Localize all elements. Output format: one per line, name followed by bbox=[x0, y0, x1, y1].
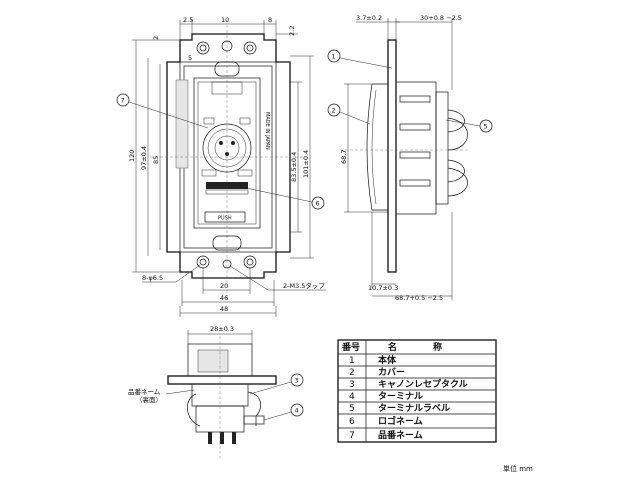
table-row-name: ロゴネーム bbox=[378, 415, 423, 427]
balloon-7: 7 bbox=[121, 97, 125, 105]
table-row-name: 本体 bbox=[378, 354, 397, 366]
bottom-width-dim: 28±0.3 bbox=[210, 325, 234, 333]
right-dim-101: 101±0.4 bbox=[302, 150, 310, 178]
top-right-dim: 2.2 bbox=[288, 26, 296, 36]
bottom-dim-48: 48 bbox=[220, 305, 228, 313]
side-top-dim-2: 30+0.8 −2.5 bbox=[420, 14, 462, 22]
right-dim-83: 83.5±0.4 bbox=[290, 152, 298, 182]
table-row-no: 7 bbox=[349, 431, 355, 441]
unit-label: 単位 mm bbox=[503, 464, 533, 473]
table-row-name: カバー bbox=[378, 367, 405, 378]
inner-dim-5: 5 bbox=[188, 54, 192, 62]
balloon-2: 2 bbox=[332, 107, 336, 115]
table-row-name: ターミナル bbox=[378, 390, 423, 402]
table-header-no: 番号 bbox=[341, 341, 360, 353]
table-row-name: 品番ネーム bbox=[378, 429, 423, 441]
side-bottom-dim-2: 68.7+0.5 −2.5 bbox=[395, 294, 443, 302]
top-dim-1: 2.5 bbox=[183, 16, 193, 24]
push-label: PUSH bbox=[218, 216, 232, 222]
nameplate-sub-label: （裏面） bbox=[136, 395, 162, 404]
balloon-6: 6 bbox=[316, 200, 320, 208]
top-dim-3: 8 bbox=[268, 16, 272, 24]
hole-dim: 8-φ6.5 bbox=[142, 274, 163, 282]
side-bottom-dim-1: 10.7±0.3 bbox=[368, 284, 398, 292]
balloon-4: 4 bbox=[295, 407, 299, 415]
bottom-view: 28±0.3 品番ネーム （裏面） 3 4 bbox=[128, 325, 304, 458]
bottom-dim-20: 20 bbox=[220, 282, 228, 290]
table-row-name: ターミナルラベル bbox=[378, 402, 450, 414]
balloon-1: 1 bbox=[332, 53, 336, 61]
top-dim-2: 10 bbox=[221, 16, 229, 24]
parts-table: 番号 名 称 1 本体 2 カバー 3 キャノンレセプタクル 4 ターミナル 5… bbox=[337, 339, 497, 443]
left-small-dim: 2 bbox=[152, 36, 160, 40]
made-in-japan-label: MADE IN JAPAN bbox=[264, 112, 270, 150]
bottom-dim-46: 46 bbox=[220, 294, 228, 302]
left-dim-85: 85 bbox=[152, 156, 160, 164]
nameplate-label: 品番ネーム bbox=[128, 388, 161, 396]
balloon-5: 5 bbox=[484, 123, 488, 131]
side-view: 3.7±0.2 30+0.8 −2.5 68.7 10.7±0.3 68.7+0… bbox=[327, 14, 493, 302]
table-row-no: 5 bbox=[349, 404, 355, 414]
left-dim-120: 120 bbox=[128, 150, 136, 162]
table-row-name: キャノンレセプタクル bbox=[378, 378, 468, 390]
side-left-dim: 68.7 bbox=[340, 150, 348, 164]
table-row-no: 2 bbox=[349, 368, 355, 378]
tap-label: 2-M3.5タップ bbox=[283, 281, 325, 290]
table-row-no: 3 bbox=[349, 380, 355, 390]
side-top-dim-1: 3.7±0.2 bbox=[356, 14, 382, 22]
table-row-no: 6 bbox=[349, 417, 355, 427]
left-dim-97: 97±0.4 bbox=[140, 146, 148, 170]
balloon-3: 3 bbox=[295, 377, 299, 385]
table-header-name: 名 称 bbox=[388, 341, 442, 353]
table-row-no: 4 bbox=[349, 392, 355, 402]
front-view: PUSH MADE IN JAPAN 2.5 10 8 2.2 2 5 120 … bbox=[116, 16, 326, 317]
table-row-no: 1 bbox=[349, 356, 355, 366]
